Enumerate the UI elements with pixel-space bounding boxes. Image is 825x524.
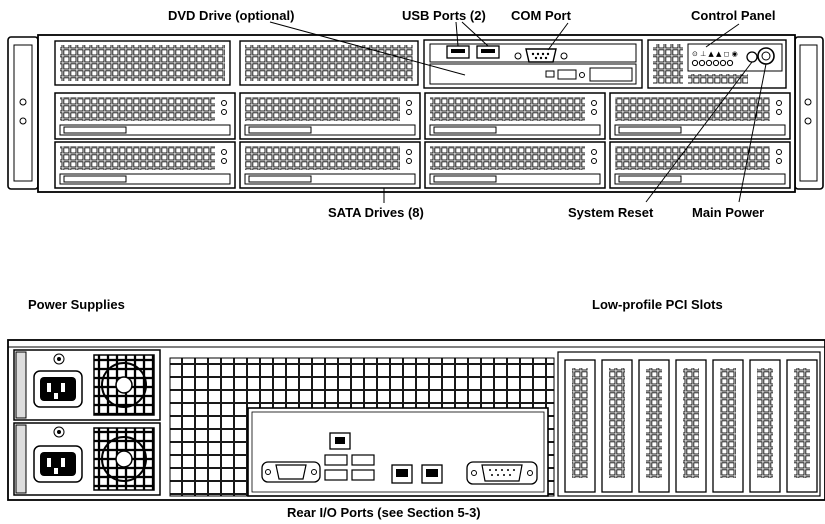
usb-ports xyxy=(446,45,500,59)
rear-io-shield xyxy=(247,407,549,497)
sata-drive-tray xyxy=(54,92,236,140)
main-power-label: Main Power xyxy=(692,205,765,220)
pci-slots-label: Low-profile PCI Slots xyxy=(592,297,723,312)
power-supply-1 xyxy=(13,349,161,421)
rear-io-label: Rear I/O Ports (see Section 5-3) xyxy=(287,505,481,520)
front-callout-lines xyxy=(269,21,767,203)
svg-text:⊙ ⊥ ▲ ▲ ◻ ◉: ⊙ ⊥ ▲ ▲ ◻ ◉ xyxy=(692,50,738,58)
dvd-drive-label: DVD Drive (optional) xyxy=(168,8,295,23)
sata-drive-tray xyxy=(609,92,791,140)
sata-drive-tray xyxy=(424,92,606,140)
sata-drive-tray xyxy=(609,141,791,189)
sata-drive-tray xyxy=(424,141,606,189)
power-supply-2 xyxy=(13,422,161,496)
system-reset-label: System Reset xyxy=(568,205,654,220)
sata-drive-tray xyxy=(54,141,236,189)
control-panel: ⊙ ⊥ ▲ ▲ ◻ ◉ xyxy=(647,39,787,89)
usb-ports-label: USB Ports (2) xyxy=(402,8,486,23)
reset-button xyxy=(746,51,758,63)
com-port xyxy=(514,48,568,63)
power-supplies-label: Power Supplies xyxy=(28,297,125,312)
sata-drive-bays xyxy=(54,92,791,189)
sata-drives-label: SATA Drives (8) xyxy=(328,205,424,220)
front-view: ⊙ ⊥ ▲ ▲ ◻ ◉ xyxy=(7,21,824,203)
usb-ports-rear xyxy=(324,454,375,481)
com-port-label: COM Port xyxy=(511,8,571,23)
pci-slots xyxy=(557,351,821,497)
sata-drive-tray xyxy=(239,92,421,140)
sata-drive-tray xyxy=(239,141,421,189)
control-panel-label: Control Panel xyxy=(691,8,776,23)
rear-view xyxy=(7,339,825,501)
